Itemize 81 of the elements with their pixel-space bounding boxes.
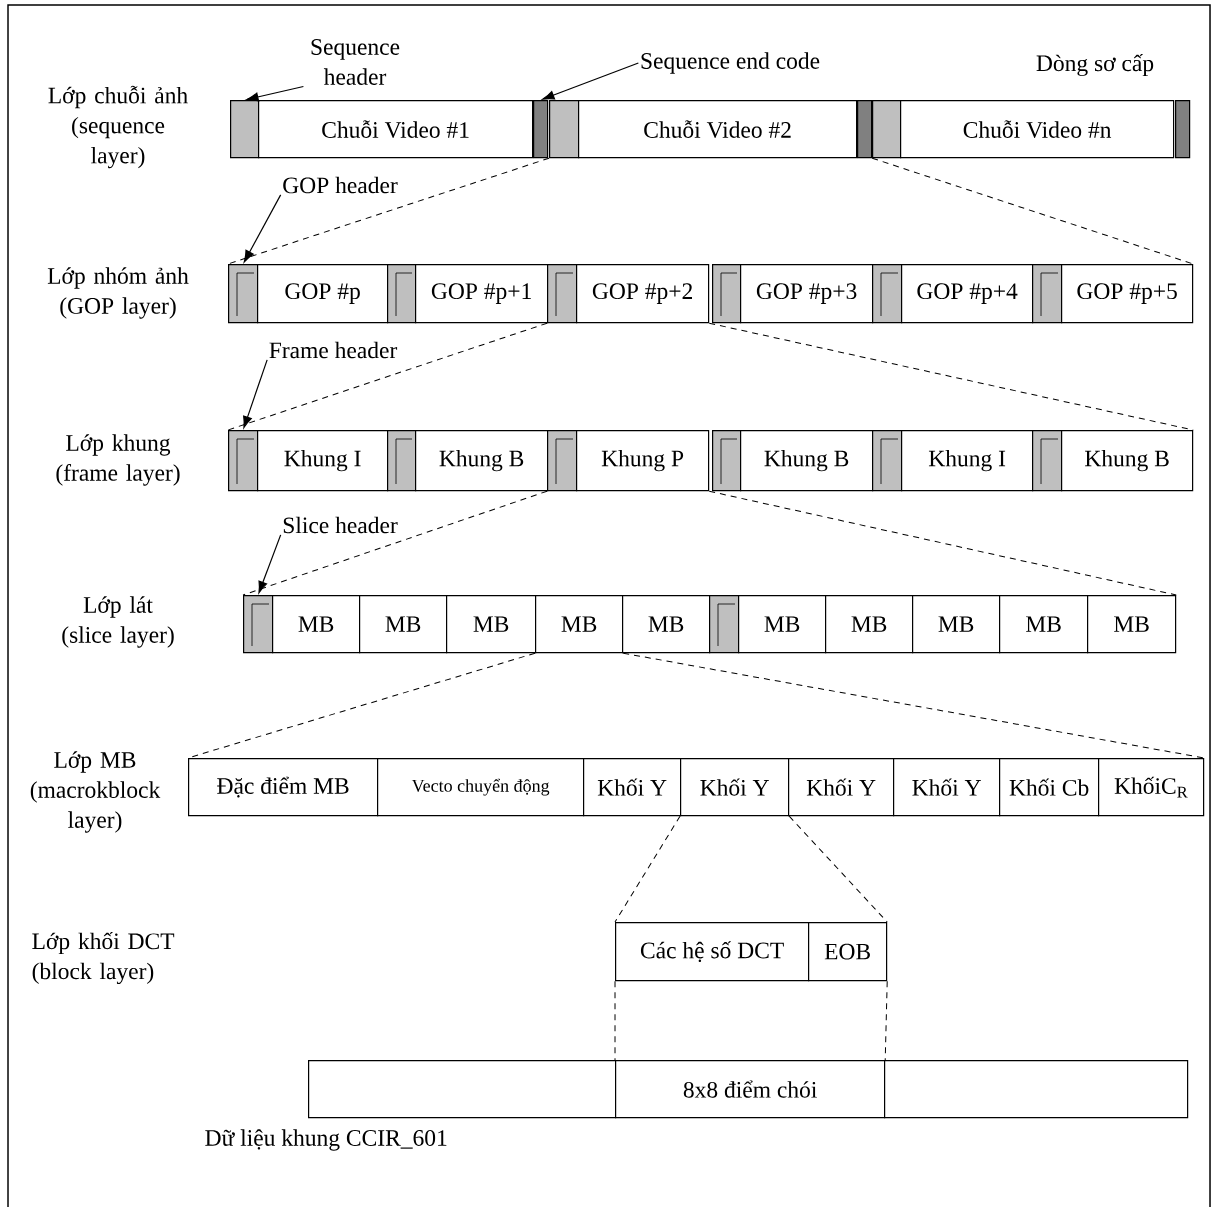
field-box: Đặc điểm MB [188,758,379,817]
dashed-line [708,322,1194,431]
field-box: MB [359,595,448,654]
header-block [712,430,742,492]
dashed-line [187,652,536,759]
layer-label: Dòng sơ cấp [1036,53,1154,77]
end-code-block [533,100,549,159]
leader-arrow [243,194,282,263]
field-box: EOB [808,922,888,982]
field-box: KhốiC$_{R}$ [1098,758,1205,817]
field-box: MB [272,595,361,654]
field-box: MB [999,595,1089,654]
field-box: Khung I [257,430,389,492]
header-block [1032,264,1063,324]
leader-arrow [258,534,282,594]
end-code-block [1175,100,1191,159]
header-block [228,430,259,492]
field-box: GOP #p+5 [1061,264,1194,324]
leader-arrow [246,85,304,102]
leader-arrow [542,62,639,100]
callout-text: Slice header [283,516,398,534]
callout-text: Frame header [269,341,398,359]
layer-label: Lớp chuỗi ảnh (sequence layer) [48,85,188,169]
field-box: Khung P [576,430,710,492]
dashed-line [227,322,548,431]
field-box: Khối Y [680,758,790,817]
header-block [872,100,902,159]
field-box: Chuỗi Video #n [900,100,1175,159]
field-box: MB [535,595,624,654]
header-block [387,430,417,492]
field-box: GOP #p+4 [901,264,1034,324]
field-box: Khung B [1061,430,1194,492]
field-box: Khung B [415,430,549,492]
layer-label: Dữ liệu khung CCIR_601 [205,1129,447,1151]
header-block [872,264,903,324]
field-box: MB [622,595,711,654]
header-block [547,264,578,324]
header-block [549,100,580,159]
callout-text: Sequence end code [641,52,820,74]
layer-label: Lớp lát (slice layer) [62,596,174,648]
header-block [547,430,578,492]
field-box: MB [912,595,1001,654]
header-block [387,264,417,324]
callout-text: GOP header [283,176,398,194]
field-box: MB [446,595,537,654]
dashed-line [242,490,548,596]
field-box: Khung I [901,430,1034,492]
layer-label: Lớp MB (macrokblock layer) [30,751,161,833]
field-box: 8x8 điểm chói [615,1060,886,1119]
dashed-line [708,490,1177,596]
field-box: Chuỗi Video #1 [258,100,534,159]
field-box: MB [825,595,914,654]
field-box: GOP #p+1 [415,264,549,324]
dashed-line [788,815,888,923]
layer-label: Lớp khung (frame layer) [56,434,180,486]
field-box: Khung B [740,430,874,492]
leader-arrow [243,359,268,429]
dashed-line [614,815,681,923]
end-code-block [857,100,873,159]
dashed-line [614,980,616,1061]
header-block [709,595,740,654]
layer-label: Lớp nhóm ảnh (GOP layer) [47,267,189,319]
field-box: MB [738,595,827,654]
header-block [228,264,259,324]
callout-text: Sequence header [311,39,400,85]
dashed-line [884,980,888,1061]
field-box: Khối Y [583,758,682,817]
field-box: GOP #p+3 [740,264,874,324]
header-block [230,100,260,159]
field-box: Chuỗi Video #2 [578,100,858,159]
field-box: GOP #p [257,264,389,324]
header-block [243,595,274,654]
field-box: GOP #p+2 [576,264,710,324]
header-block [872,430,903,492]
header-block [1032,430,1063,492]
field-box: Khối Y [893,758,1001,817]
layer-label: Lớp khối DCT (block layer) [32,931,175,985]
field-box: MB [1087,595,1177,654]
field-box: Khối Y [788,758,895,817]
header-block [712,264,742,324]
field-box: Khối Cb [999,758,1100,817]
